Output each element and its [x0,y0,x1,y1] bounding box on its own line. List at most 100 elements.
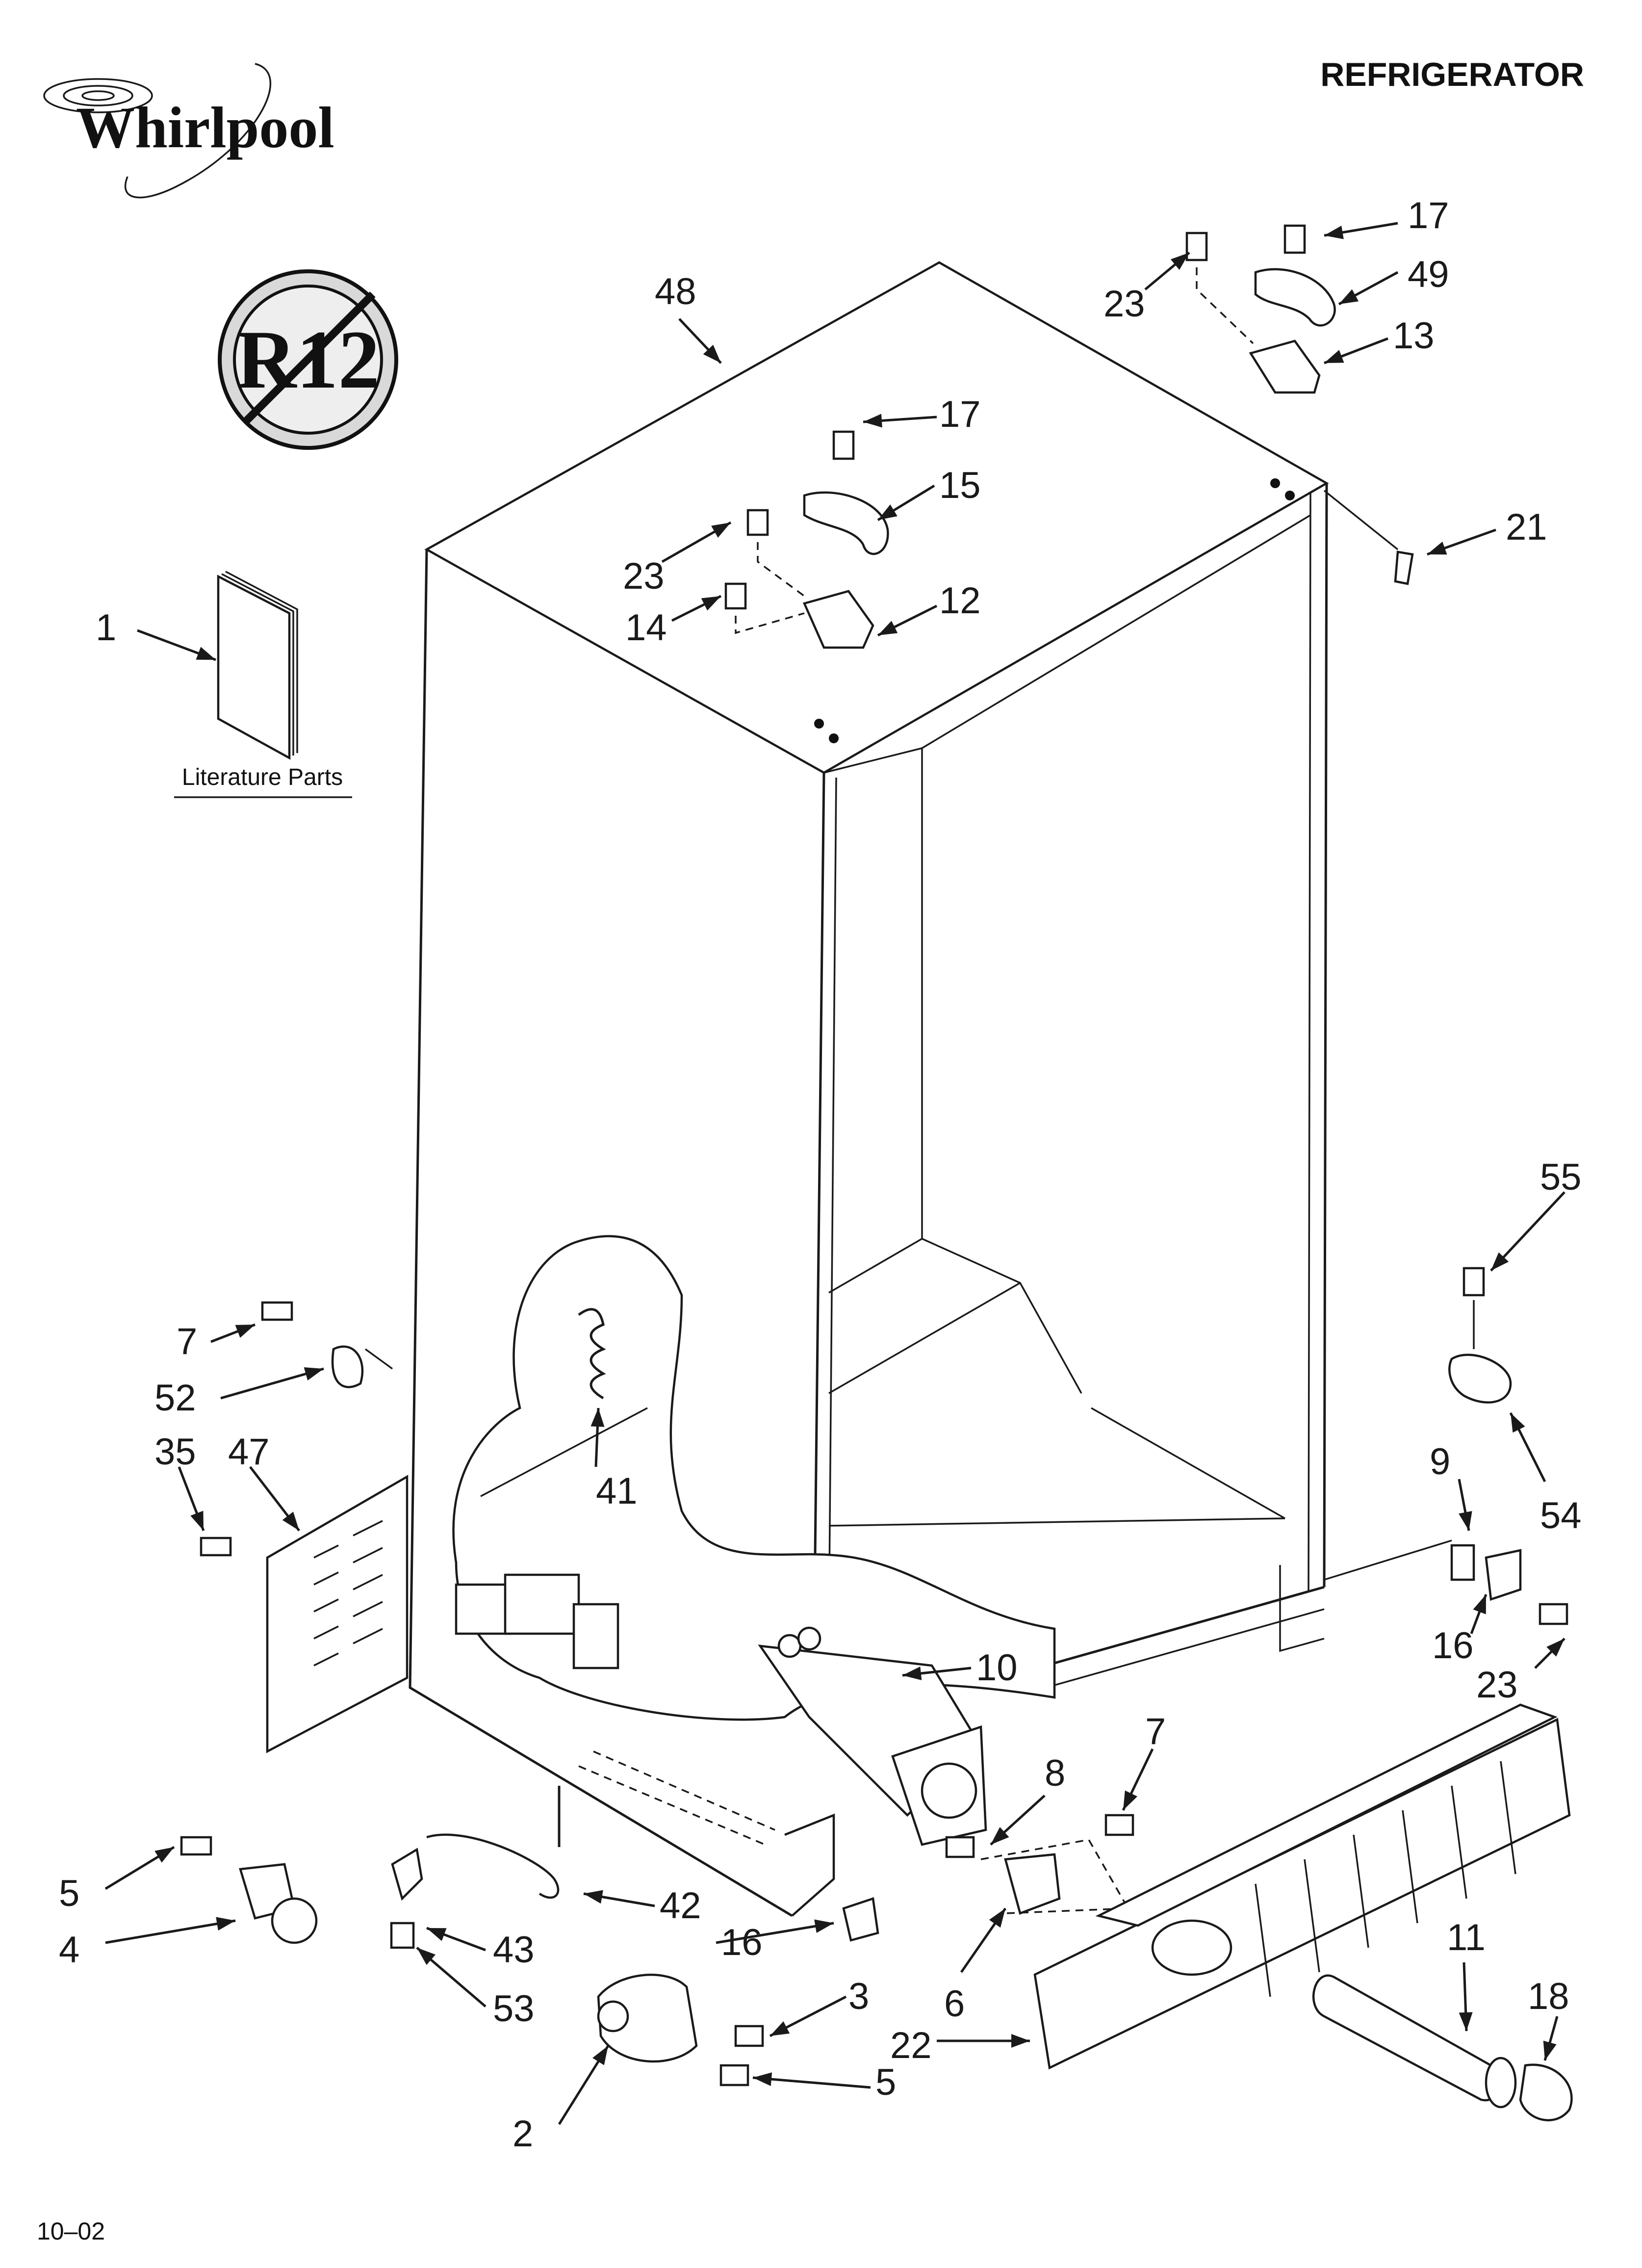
callout-52: 52 [154,1377,196,1419]
callout-11: 11 [1447,1917,1486,1958]
leader-line [105,1919,236,1944]
callout-49: 49 [1408,254,1449,295]
callout-35: 35 [154,1431,196,1473]
callout-1: 1 [96,607,116,649]
tube-and-clamp [180,1786,879,1949]
callout-2: 2 [513,2113,533,2155]
kick-grille [1033,1703,1571,2070]
arrowhead [1324,350,1344,363]
arrowhead [1546,1639,1565,1657]
cabinet-cutaway [452,1235,1056,1917]
callout-6: 6 [944,1983,965,2025]
arrowhead [1339,289,1359,304]
arrowhead [770,2021,790,2036]
callout-15: 15 [939,465,981,506]
callout-17: 17 [939,393,981,435]
arrowhead [190,1511,204,1531]
rear-panel [266,1475,409,1753]
arrowhead [878,504,898,520]
callout-7: 7 [177,1321,197,1362]
arrowhead [1459,2012,1473,2031]
callout-42: 42 [660,1885,701,1927]
plug-21 [1394,550,1414,585]
arrowhead [235,1325,255,1338]
arrowhead [1427,542,1447,555]
clip-left [200,1301,393,1557]
arrowhead [991,1827,1009,1845]
callout-5: 5 [59,1873,79,1914]
callout-23: 23 [1476,1664,1518,1706]
callout-16: 16 [721,1922,763,1963]
callout-23: 23 [623,555,665,597]
bracket-lower-right [1324,1267,1568,1625]
arrowhead [1473,1594,1486,1615]
callout-55: 55 [1540,1156,1582,1198]
arrowhead [216,1917,235,1931]
arrowhead [196,647,216,660]
no-r12-icon: R12 [218,269,398,450]
callout-18: 18 [1528,1976,1569,2017]
callout-53: 53 [493,1988,535,2030]
whirlpool-logo: Whirlpool [43,63,334,199]
arrowhead [1011,2034,1030,2048]
callout-47: 47 [228,1431,270,1473]
revision-code: 10–02 [37,2217,105,2245]
arrowhead [592,2046,608,2065]
arrowhead [753,2072,772,2086]
callout-16: 16 [1432,1625,1474,1667]
literature-parts-label: Literature Parts [182,764,343,790]
callout-12: 12 [939,580,981,622]
arrowhead [863,414,882,428]
callout-5: 5 [875,2061,896,2103]
arrowhead [703,344,721,363]
water-filter [1312,1974,1573,2122]
arrowhead [1170,253,1189,270]
arrowhead [814,1919,834,1933]
arrowhead [989,1908,1005,1928]
arrowhead [1511,1413,1525,1433]
leader-line [716,1922,834,1944]
callout-22: 22 [890,2025,932,2066]
callout-43: 43 [493,1929,535,1971]
hinge-bottom [597,1974,764,2086]
arrowhead [1123,1790,1138,1810]
hinge-right-assembly [1185,224,1414,585]
callout-23: 23 [1103,283,1145,325]
callout-labels: 48 17 23 49 13 17 15 23 14 12 21 1 55 54… [59,195,1582,2155]
arrowhead [1324,225,1344,239]
callout-9: 9 [1430,1441,1450,1483]
arrowhead [154,1847,174,1863]
callout-4: 4 [59,1929,79,1971]
page-title: REFRIGERATOR [1320,56,1584,93]
arrowhead [427,1928,447,1941]
arrowhead [584,1890,603,1904]
callout-3: 3 [848,1976,869,2017]
hinge-left-assembly [724,430,889,649]
arrowhead [878,621,898,635]
callout-13: 13 [1393,315,1435,357]
brand-name: Whirlpool [76,95,334,160]
arrowhead [1543,2040,1557,2060]
callout-54: 54 [1540,1495,1582,1537]
leader-line [752,2076,871,2089]
air-duct [758,1626,1134,1915]
arrowhead [1491,1252,1509,1271]
defrost-coil-41 [578,1308,606,1400]
callout-17: 17 [1408,195,1449,236]
literature-booklet: Literature Parts [174,571,352,798]
arrowhead [1459,1511,1472,1531]
callout-14: 14 [625,607,667,649]
arrowhead [711,522,731,538]
arrowhead [304,1367,324,1381]
callout-48: 48 [655,271,696,313]
callout-7: 7 [1145,1711,1166,1752]
leader-arrows [104,222,1565,2125]
arrowhead [590,1408,605,1427]
callout-8: 8 [1045,1752,1065,1794]
arrowhead [417,1948,436,1965]
arrowhead [282,1512,299,1531]
callout-21: 21 [1506,506,1547,548]
callout-10: 10 [976,1647,1018,1689]
